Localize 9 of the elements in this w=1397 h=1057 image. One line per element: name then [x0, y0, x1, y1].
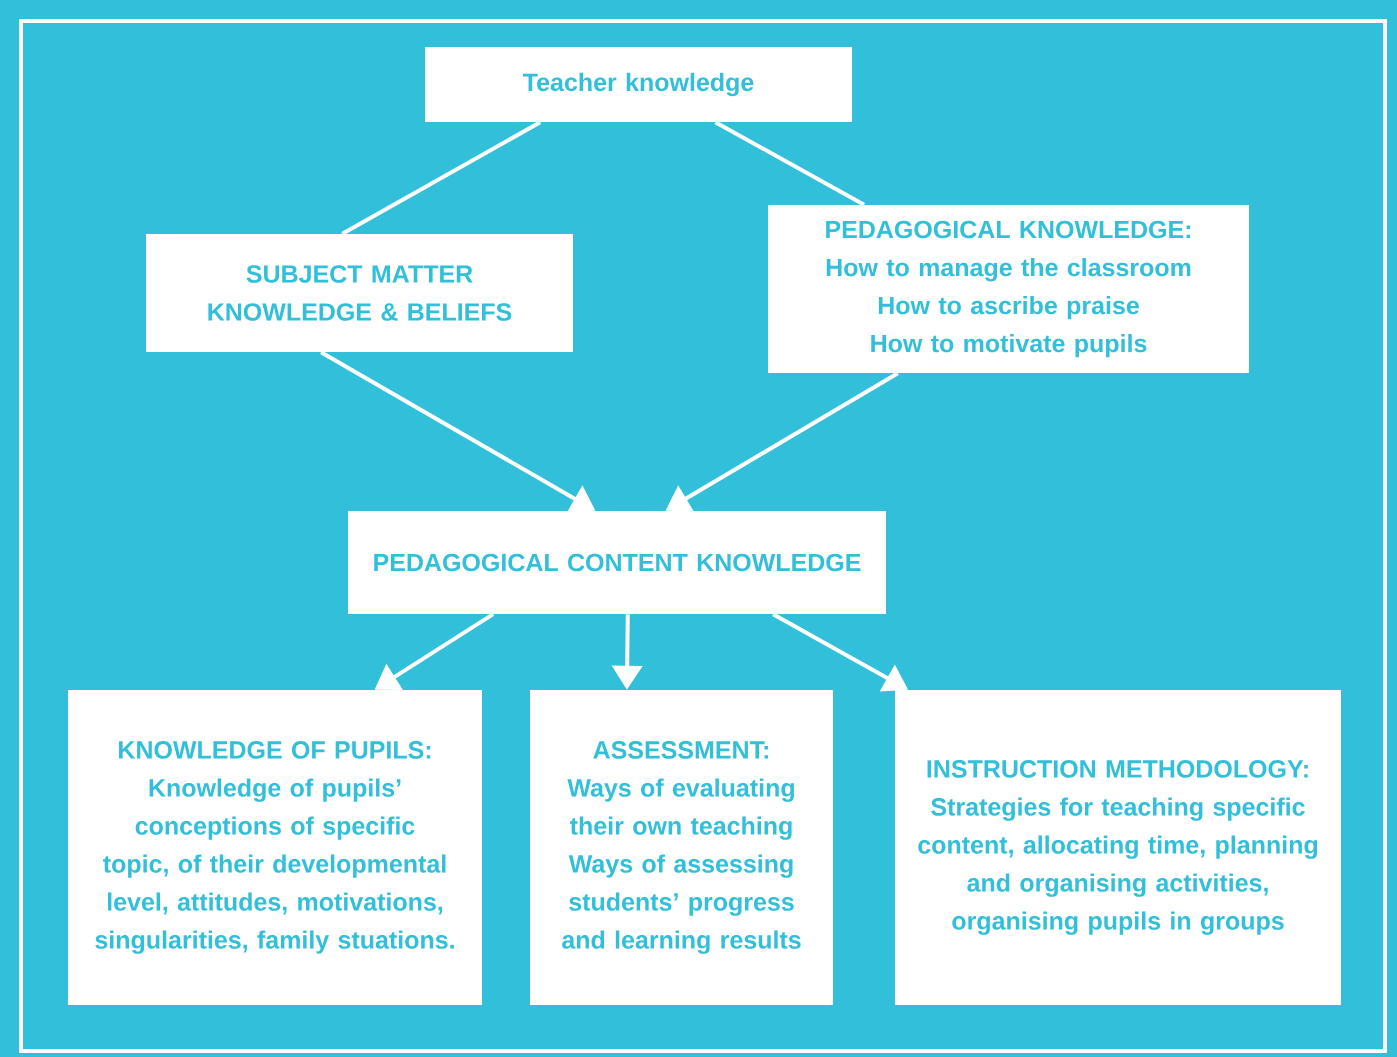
text-box: Teacher knowledge: [425, 47, 852, 122]
text-box: PEDAGOGICAL KNOWLEDGE: How to manage the classroom How to ascribe praise How to motivate pupils: [768, 205, 1249, 373]
text-box: KNOWLEDGE OF PUPILS: Knowledge of pupils’ conceptions of specific topic, of their developmental level, attitudes, motivations, singularities, family stuations.: [68, 690, 482, 1005]
text-box: ASSESSMENT: Ways of evaluating their own teaching Ways of assessing students’ progress and learning results: [530, 690, 833, 1005]
text-box: INSTRUCTION METHODOLOGY: Strategies for teaching specific content, allocating time, planning and organising activities, organising pupils in groups: [895, 690, 1341, 1005]
connector-line: [714, 120, 866, 207]
text-box: PEDAGOGICAL CONTENT KNOWLEDGE: [348, 511, 886, 614]
connector-line: [341, 120, 542, 236]
text-box: SUBJECT MATTER KNOWLEDGE & BELIEFS: [146, 234, 573, 352]
